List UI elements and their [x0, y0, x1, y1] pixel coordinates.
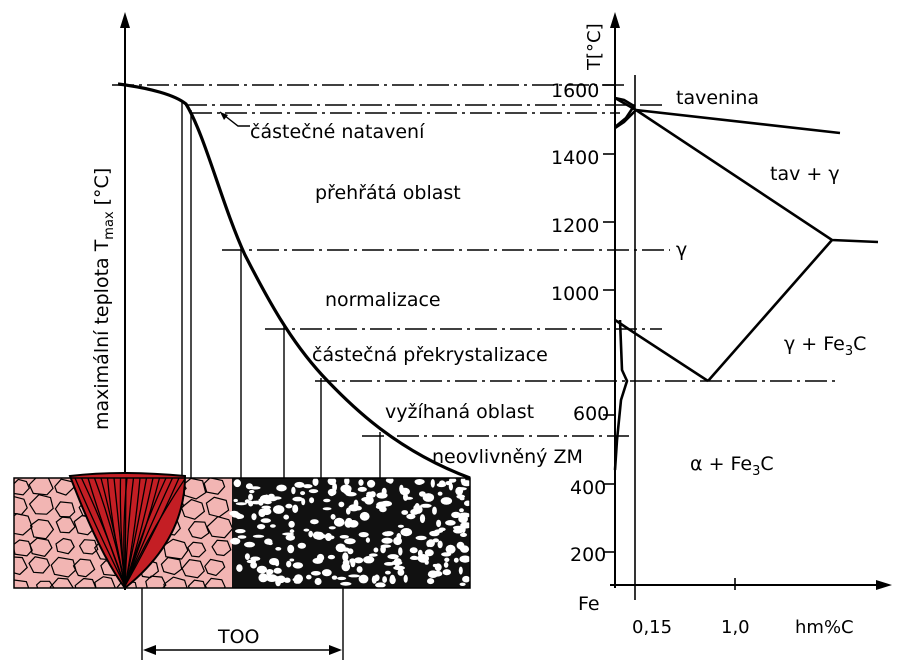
x-tick-1-0: 1,0 [721, 617, 750, 638]
too-label: TOO [217, 626, 260, 648]
zone-label-partial-recrystallization: částečná překrystalizace [312, 344, 548, 366]
weld-bead [68, 472, 187, 590]
zone-label-overheated: přehřátá oblast [315, 182, 461, 204]
left-axis-label: maximální teplota Tmax[°C] [91, 168, 117, 430]
weld-microstructure-bar [14, 478, 470, 588]
region-gamma-fe3c: γ + Fe3C [784, 333, 866, 359]
region-gamma: γ [676, 239, 687, 261]
region-melt: tavenina [676, 87, 759, 109]
region-melt-gamma: tav + γ [770, 163, 840, 185]
zone-label-partial-melting: částečné natavení [250, 121, 425, 143]
phase-boundaries [613, 96, 879, 471]
y-tick-1000: 1000 [551, 283, 599, 305]
y-tick-400: 400 [570, 477, 606, 499]
zone-label-annealed: vyžíhaná oblast [385, 401, 534, 423]
origin-label-fe: Fe [578, 593, 600, 615]
y-tick-600: 600 [573, 403, 609, 425]
x-tick-0-15: 0,15 [632, 617, 672, 638]
reference-lines [112, 84, 838, 437]
phase-diagram-axes [603, 12, 892, 600]
vertical-drop-lines [181, 100, 381, 478]
microstructure-outline [13, 477, 471, 589]
y-tick-200: 200 [570, 544, 606, 566]
y-tick-1400: 1400 [551, 147, 599, 169]
phase-y-axis-label: T[°C] [584, 23, 605, 71]
y-tick-1200: 1200 [551, 215, 599, 237]
partial-melting-pointer [219, 111, 250, 127]
zone-label-normalization: normalizace [325, 289, 441, 311]
region-alpha-fe3c: α + Fe3C [690, 453, 774, 479]
x-axis-unit-label: hm%C [795, 617, 854, 638]
peak-temperature-curve [117, 82, 471, 480]
zone-label-unaffected: neovlivněný ZM [432, 446, 583, 468]
too-dimension [141, 588, 344, 660]
y-tick-1600: 1600 [551, 80, 599, 102]
